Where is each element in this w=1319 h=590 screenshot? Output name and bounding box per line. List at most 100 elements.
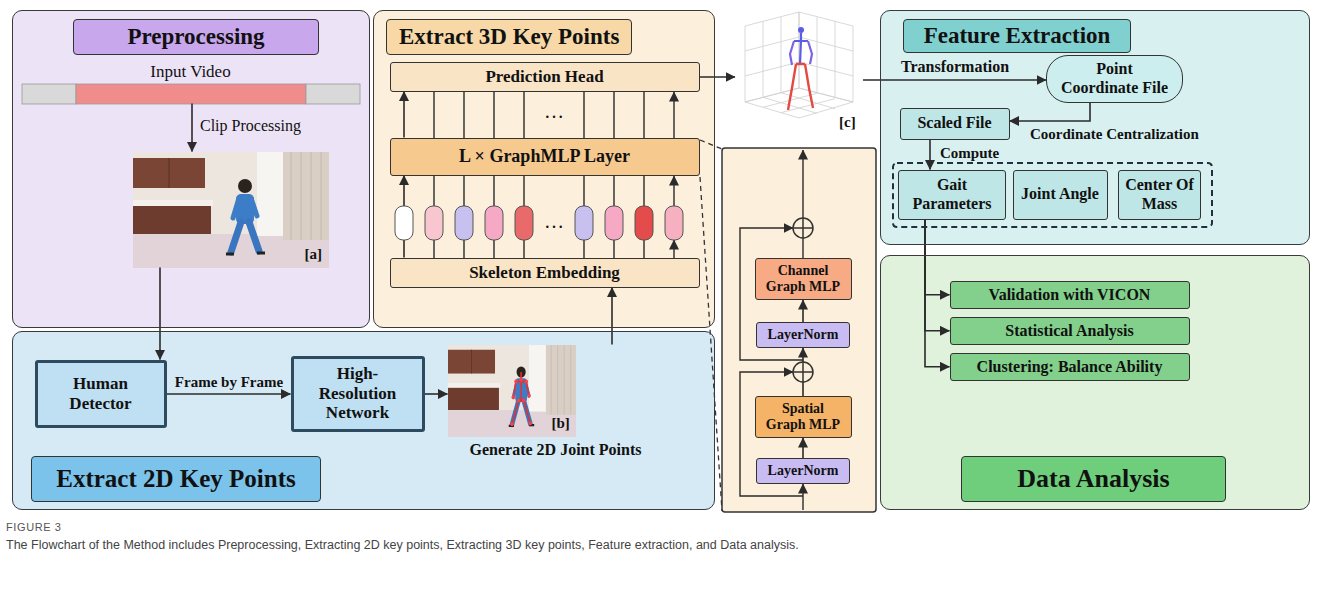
token	[575, 206, 593, 240]
text-block: LayerNorm	[768, 327, 839, 343]
text-block: Prediction Head	[485, 67, 603, 87]
node-text: Joint Angle	[1021, 185, 1099, 202]
plot-grid	[745, 12, 853, 118]
flow-arrow	[1010, 103, 1091, 122]
zoom-leader	[700, 140, 722, 511]
panel-ground	[12, 10, 370, 328]
process-box: High-Resolution Network	[291, 356, 425, 432]
caption-box: The Flowchart of the Method includes Pre…	[6, 537, 1306, 553]
layer-box: Channel Graph MLP	[755, 258, 852, 300]
process-box: Human Detector	[35, 360, 167, 428]
text-block: Scaled File	[917, 114, 991, 132]
video-frame-photo	[133, 152, 329, 268]
joint-dots	[517, 399, 520, 403]
heading-box: Feature Extraction	[903, 19, 1131, 53]
token	[425, 206, 443, 240]
feature-box: Gait Parameters	[898, 170, 1006, 220]
caption: The Flowchart of the Method includes Pre…	[6, 538, 799, 552]
text-block: Joint Angle	[1021, 185, 1099, 203]
flow-arrow	[611, 288, 613, 345]
text-block: [a]	[305, 246, 323, 263]
plot-grid	[799, 12, 853, 102]
plot-grid	[763, 17, 835, 97]
node-text: High-Resolution Network	[319, 364, 396, 422]
node-text: [b]	[552, 415, 570, 431]
text-block: Validation with VICON	[989, 286, 1151, 304]
node-text: [c]	[839, 114, 856, 130]
layer-box: LayerNorm	[756, 458, 850, 484]
plot-grid	[745, 88, 853, 118]
text-block: Skeleton Embedding	[469, 263, 620, 283]
edge-label-box: Transformation	[901, 58, 1009, 76]
add-symbol	[793, 362, 813, 382]
text-block: High-Resolution Network	[300, 364, 416, 423]
node-text: Spatial Graph MLP	[766, 401, 840, 432]
process-box: L × GraphMLP Layer	[390, 138, 700, 176]
text-block: Input Video	[150, 62, 230, 82]
stage-panel: Extract 2D Key PointsHuman DetectorHigh-…	[12, 331, 715, 510]
text-block: [b]	[552, 415, 570, 432]
flow-arrow	[802, 300, 804, 322]
node-text: Human Detector	[69, 374, 131, 413]
token-arrows	[434, 176, 674, 206]
node-text: Point Coordinate File	[1061, 60, 1168, 95]
joint-dots	[510, 422, 513, 426]
text-block: [c]	[839, 114, 856, 131]
edge-label: Clip Processing	[200, 117, 301, 134]
process-box: Prediction Head	[390, 62, 700, 92]
flow-arrow	[191, 104, 193, 152]
joint-lines	[512, 372, 530, 424]
node-text: [a]	[305, 246, 323, 262]
analysis-box: Validation with VICON	[950, 281, 1190, 309]
edge-label: Transformation	[901, 58, 1009, 75]
joint-dots	[525, 379, 528, 383]
pose-frame: [b] Generate 2D Joint Points	[448, 345, 668, 465]
flow-arrow	[863, 79, 1046, 81]
skeleton-plot: [c]	[735, 4, 863, 136]
node-text: Center Of Mass	[1125, 176, 1194, 211]
node-text: Preprocessing	[127, 24, 264, 50]
layer-box: LayerNorm	[756, 322, 850, 348]
group-outline	[893, 163, 1212, 227]
skeleton-plot	[794, 33, 808, 64]
plot-grid	[745, 37, 853, 76]
figure-number-box: FIGURE 3	[6, 521, 62, 533]
residual-lines	[802, 238, 803, 258]
joint-dots	[514, 379, 517, 383]
token	[515, 206, 533, 240]
flow-arrow	[925, 220, 950, 331]
node-text: Statistical Analysis	[1005, 322, 1133, 339]
text-block: Statistical Analysis	[1005, 322, 1133, 340]
edge-label-box: Clip Processing	[200, 117, 301, 135]
joint-dots	[510, 378, 532, 426]
stage-panel: Data AnalysisValidation with VICONStatis…	[880, 255, 1310, 510]
skeleton-plot	[790, 41, 812, 65]
ellipsis-box: …	[544, 100, 564, 122]
joint-dots	[529, 422, 532, 426]
panel-ground	[880, 10, 1310, 245]
video-bar	[306, 84, 360, 104]
text-block: Spatial Graph MLP	[762, 401, 845, 433]
text-block: Point Coordinate File	[1057, 60, 1172, 97]
analysis-box: Clustering: Balance Ability	[950, 353, 1190, 381]
figure-number: FIGURE 3	[6, 521, 62, 533]
edge-label: Frame by Frame	[175, 374, 283, 390]
node-text: Feature Extraction	[924, 23, 1111, 49]
text-block: Center Of Mass	[1125, 176, 1194, 213]
add-symbol	[793, 218, 813, 382]
ellipsis-box: …	[544, 210, 564, 232]
node-text: Input Video	[150, 62, 230, 81]
text-block: Generate 2D Joint Points	[470, 441, 642, 459]
node-text: Skeleton Embedding	[469, 263, 620, 282]
skeleton-plot	[798, 27, 804, 33]
text-block: Human Detector	[44, 374, 158, 413]
flow-arrow	[929, 140, 931, 170]
layer-box: Spatial Graph MLP	[755, 396, 852, 438]
token	[635, 206, 653, 240]
edge-label-box: Compute	[940, 145, 999, 162]
node-text: Scaled File	[917, 114, 991, 131]
heading-box: Extract 3D Key Points	[386, 19, 632, 55]
text-block: LayerNorm	[768, 463, 839, 479]
skeleton-plot	[745, 12, 853, 118]
